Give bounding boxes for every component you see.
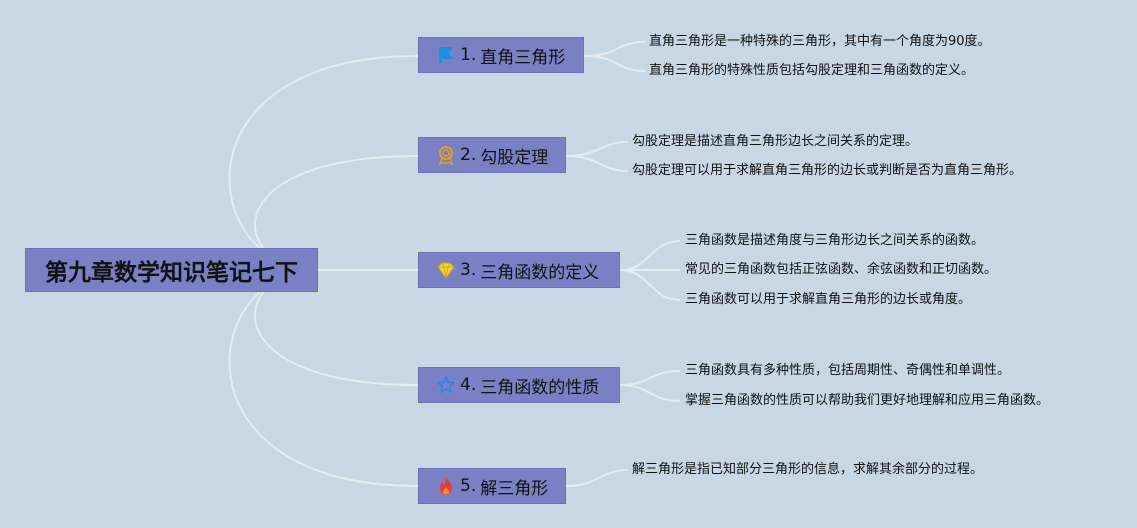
note-3-2: 常见的三角函数包括正弦函数、余弦函数和正切函数。 [685, 262, 998, 277]
connector-topic-3-note-3 [619, 269, 681, 301]
topic-number: 5. [460, 476, 477, 496]
blue-flag-icon [435, 44, 457, 66]
topic-title: 勾股定理 [480, 147, 549, 168]
topic-number: 2. [460, 145, 477, 165]
connector-topic-4-note-2 [619, 384, 681, 402]
star-icon [435, 374, 457, 396]
connector-topic-1-note-1 [583, 41, 646, 57]
connector-topic-1-note-2 [583, 55, 646, 72]
note-1-1: 直角三角形是一种特殊的三角形，其中有一个角度为90度。 [649, 34, 991, 49]
topic-node-2[interactable]: 2. 勾股定理 [418, 137, 566, 173]
topic-title: 三角函数的定义 [480, 262, 600, 283]
note-2-1: 勾股定理是描述直角三角形边长之间关系的定理。 [632, 134, 919, 149]
topic-title: 三角函数的性质 [480, 377, 600, 398]
topic-title: 解三角形 [480, 478, 549, 499]
topic-number: 3. [460, 260, 477, 280]
note-1-2: 直角三角形的特殊性质包括勾股定理和三角函数的定义。 [649, 63, 975, 78]
note-5-1: 解三角形是指已知部分三角形的信息，求解其余部分的过程。 [632, 462, 984, 477]
connector-topic-5-note-1 [565, 469, 629, 487]
connector-topic-4-note-1 [619, 370, 681, 386]
note-4-2: 掌握三角函数的性质可以帮助我们更好地理解和应用三角函数。 [685, 393, 1050, 408]
topic-node-5[interactable]: 5. 解三角形 [418, 468, 566, 504]
connector-topic-3-note-1 [619, 240, 681, 271]
topic-number: 4. [460, 375, 477, 395]
topic-node-1[interactable]: 1. 直角三角形 [418, 37, 584, 73]
topic-number: 1. [460, 45, 477, 65]
medal-icon [435, 144, 457, 166]
root-node[interactable]: 第九章数学知识笔记七下 [25, 248, 318, 292]
note-3-1: 三角函数是描述角度与三角形边长之间关系的函数。 [685, 233, 985, 248]
connector-topic-2-note-2 [565, 155, 629, 172]
fire-icon [435, 475, 457, 497]
note-2-2: 勾股定理可以用于求解直角三角形的边长或判断是否为直角三角形。 [632, 163, 1023, 178]
note-4-1: 三角函数具有多种性质，包括周期性、奇偶性和单调性。 [685, 363, 1011, 378]
root-title: 第九章数学知识笔记七下 [45, 260, 298, 286]
topic-node-4[interactable]: 4. 三角函数的性质 [418, 367, 620, 403]
topic-title: 直角三角形 [480, 47, 566, 68]
note-3-3: 三角函数可以用于求解直角三角形的边长或角度。 [685, 292, 972, 307]
diamond-icon [435, 259, 457, 281]
connector-topic-2-note-1 [565, 141, 629, 157]
topic-node-3[interactable]: 3. 三角函数的定义 [418, 252, 620, 288]
